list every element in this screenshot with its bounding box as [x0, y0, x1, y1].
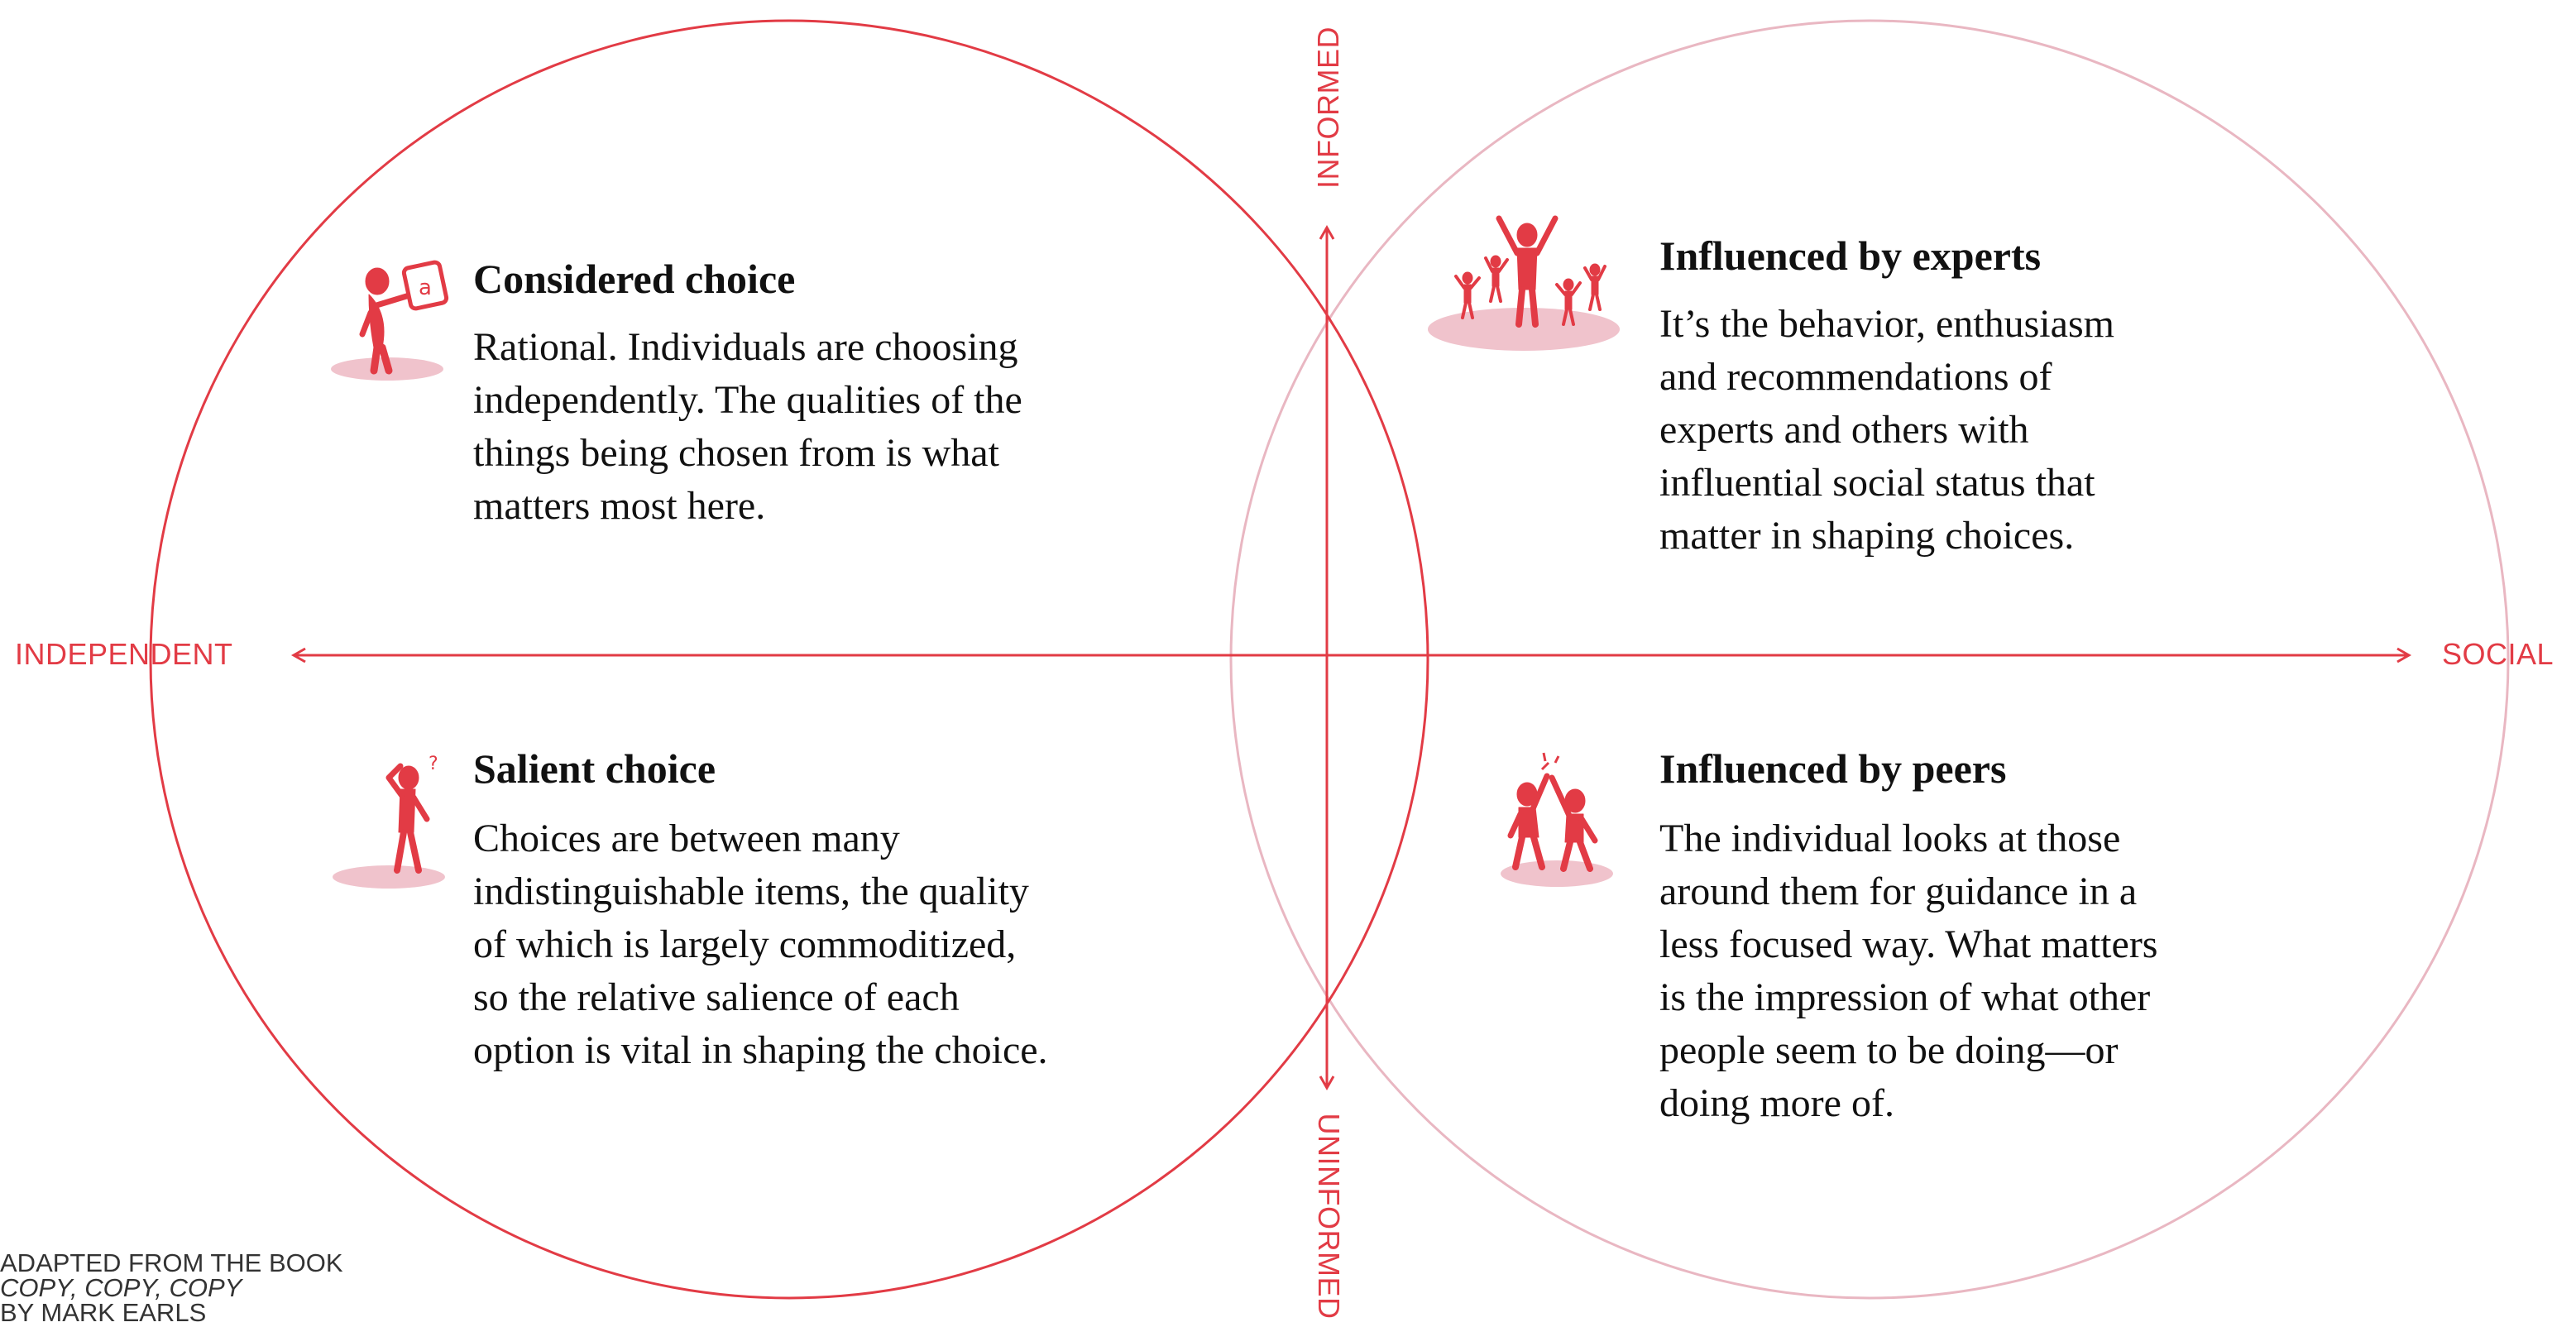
confused-person-icon: ? — [333, 754, 445, 889]
axis-label-informed: INFORMED — [1311, 26, 1345, 189]
credit-author: BY MARK EARLS — [0, 1298, 207, 1327]
considered-choice-body: Rational. Individuals are choosing indep… — [473, 325, 1022, 528]
source-credit: ADAPTED FROM THE BOOK COPY, COPY, COPY B… — [0, 1248, 343, 1327]
independent-circle — [149, 19, 1429, 1300]
salient-choice-body: Choices are between many indistinguishab… — [473, 817, 1048, 1072]
svg-text:?: ? — [429, 754, 438, 774]
salient-choice-title: Salient choice — [473, 745, 716, 792]
credit-line-1: ADAPTED FROM THE BOOK — [0, 1248, 343, 1277]
axis-label-social: SOCIAL — [2442, 637, 2554, 671]
influenced-by-peers-title: Influenced by peers — [1659, 745, 2007, 792]
considered-choice-title: Considered choice — [473, 256, 796, 302]
influenced-by-experts-title: Influenced by experts — [1659, 232, 2042, 279]
influenced-by-peers-body: The individual looks at those around the… — [1659, 817, 2158, 1125]
influenced-by-experts-body: It’s the behavior, enthusiasm and recomm… — [1659, 302, 2114, 558]
credit-book-title: COPY, COPY, COPY — [0, 1273, 242, 1302]
axis-label-independent: INDEPENDENT — [15, 637, 233, 671]
peers-high-five-icon — [1501, 752, 1613, 887]
thinking-person-with-sign-icon: a — [331, 260, 449, 381]
axis-label-uninformed: UNINFORMED — [1312, 1113, 1346, 1320]
svg-text:a: a — [419, 275, 432, 300]
expert-with-crowd-icon — [1428, 215, 1620, 351]
